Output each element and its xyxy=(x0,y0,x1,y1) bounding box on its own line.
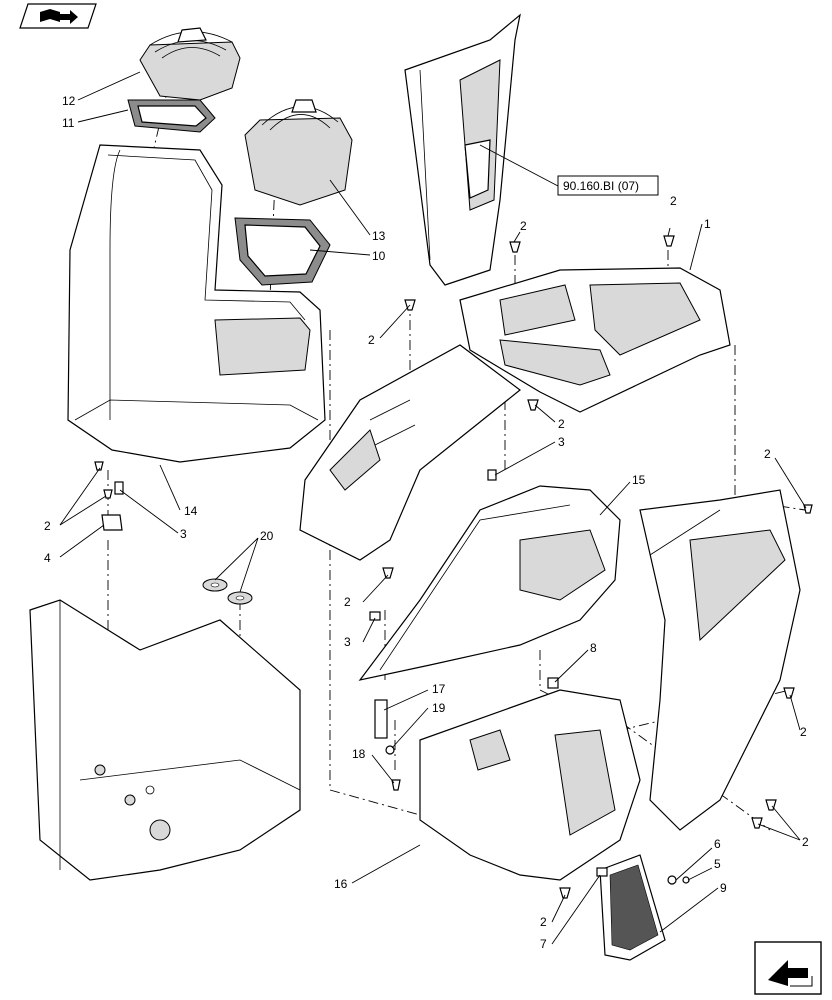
callout-2-d: 2 xyxy=(558,417,565,431)
callout-2-i: 2 xyxy=(802,835,809,849)
part-14-pedestal xyxy=(67,144,326,463)
part-15-trim xyxy=(358,485,621,681)
cab-floor xyxy=(29,599,301,881)
callout-3-b: 3 xyxy=(180,527,187,541)
callout-11: 11 xyxy=(62,116,75,130)
callout-2-b: 2 xyxy=(670,194,677,208)
callout-13: 13 xyxy=(372,229,386,243)
callout-14: 14 xyxy=(184,504,198,518)
part-12-gaiter xyxy=(139,27,241,101)
callout-7: 7 xyxy=(540,937,547,951)
callout-3-a: 3 xyxy=(558,435,565,449)
callout-2-c: 2 xyxy=(368,333,375,347)
part-1-dash-panel xyxy=(459,267,731,413)
fasteners xyxy=(94,235,813,899)
callout-3-c: 3 xyxy=(344,635,351,649)
callout-2-h: 2 xyxy=(800,725,807,739)
callout-2-f: 2 xyxy=(764,447,771,461)
callout-numbers: 12 11 13 10 1 2 2 2 2 3 15 14 2 3 4 20 2… xyxy=(44,94,809,951)
leader-lines xyxy=(59,71,807,945)
callout-2-j: 2 xyxy=(540,915,547,929)
callout-9: 9 xyxy=(720,881,727,895)
callout-15: 15 xyxy=(632,473,646,487)
callout-20: 20 xyxy=(260,529,274,543)
callout-19: 19 xyxy=(432,701,446,715)
callout-12: 12 xyxy=(62,94,76,108)
callout-16: 16 xyxy=(334,877,348,891)
callout-5: 5 xyxy=(714,857,721,871)
part-13-gaiter xyxy=(244,99,353,206)
reference-label-text: 90.160.BI (07) xyxy=(563,179,639,193)
side-console xyxy=(299,344,521,561)
callout-1: 1 xyxy=(704,217,711,231)
part-20-grommets xyxy=(202,578,253,605)
callout-2-e: 2 xyxy=(44,519,51,533)
callout-10: 10 xyxy=(372,249,386,263)
callout-17: 17 xyxy=(432,682,446,696)
part-16-lower-panel xyxy=(419,689,641,881)
right-side-panel xyxy=(639,489,801,831)
callout-2-a: 2 xyxy=(520,219,527,233)
navigation-arrow-icon[interactable] xyxy=(754,941,822,995)
callout-8: 8 xyxy=(590,641,597,655)
reference-label[interactable]: 90.160.BI (07) xyxy=(479,144,659,196)
callout-18: 18 xyxy=(352,747,366,761)
callout-4: 4 xyxy=(44,551,51,565)
callout-6: 6 xyxy=(714,837,721,851)
callout-2-g: 2 xyxy=(344,595,351,609)
cab-pillar xyxy=(404,13,521,286)
book-arrow-icon[interactable] xyxy=(19,3,97,29)
part-9-grille xyxy=(599,854,666,961)
part-10-frame xyxy=(234,217,331,286)
part-11-frame xyxy=(127,99,216,133)
